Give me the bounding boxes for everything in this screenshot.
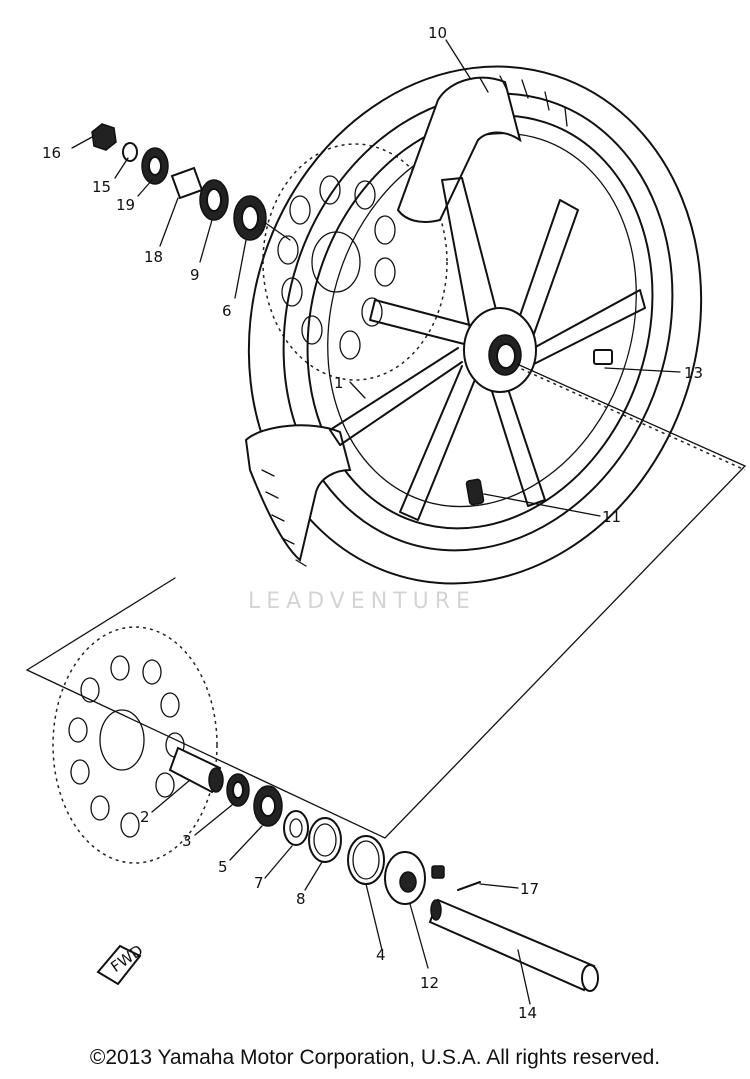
brake-disc: [52, 626, 218, 864]
front-wheel: [244, 65, 703, 585]
callout-4: 4: [376, 946, 386, 964]
callout-14: 14: [518, 1004, 537, 1022]
callout-5: 5: [218, 858, 228, 876]
direction-badge: [96, 944, 142, 986]
leader-lines: [71, 39, 681, 1005]
upper-small-parts: [91, 123, 291, 241]
spokes: [329, 177, 646, 521]
washer: [122, 142, 138, 162]
callout-15: 15: [92, 178, 111, 196]
callout-19: 19: [116, 196, 135, 214]
rim-outer: [306, 114, 654, 530]
tire-cutaway-top: [396, 76, 522, 223]
callout-16: 16: [42, 144, 61, 162]
watermark: LEADVENTURE: [248, 589, 476, 614]
tire-cutaway-bottom: [244, 424, 352, 562]
callout-7: 7: [254, 874, 264, 892]
screw-17: [457, 881, 481, 891]
spacer: [170, 166, 204, 200]
assembly-plane: [25, 363, 747, 839]
front-axle: [428, 898, 596, 992]
tire-inner: [282, 92, 674, 552]
callout-17: 17: [520, 880, 539, 898]
clamp-bolt: [431, 865, 445, 879]
callout-11: 11: [602, 508, 621, 526]
callout-8: 8: [296, 890, 306, 908]
callouts: 10 16 15 19 18 9 6 1 13 11 2 3 5 7 8 4 1…: [42, 24, 703, 1022]
hub-bore-inner: [496, 343, 516, 369]
lower-parts: FWD: [52, 626, 599, 992]
callout-13: 13: [684, 364, 703, 382]
bearing-9-inner: [206, 188, 222, 212]
copyright-notice: ©2013 Yamaha Motor Corporation, U.S.A. A…: [89, 1046, 661, 1069]
brake-disc-holes: [68, 655, 185, 838]
callout-12: 12: [420, 974, 439, 992]
gear-7: [283, 810, 309, 846]
callout-9: 9: [190, 266, 200, 284]
callout-10: 10: [428, 24, 447, 42]
callout-3: 3: [182, 832, 192, 850]
collar-inner: [148, 156, 162, 176]
tire-outer: [247, 65, 703, 585]
oil-seal-6-inner: [241, 205, 259, 231]
tread-pattern: [261, 75, 568, 567]
callout-18: 18: [144, 248, 163, 266]
callout-2: 2: [140, 808, 150, 826]
axle-nut: [91, 123, 117, 151]
balance-weight: [593, 349, 613, 365]
callout-6: 6: [222, 302, 232, 320]
rim-inner: [327, 132, 637, 508]
axle-spacer: [168, 746, 222, 794]
valve-stem: [465, 478, 485, 506]
axle-spacer-end: [208, 767, 224, 793]
callout-1: 1: [334, 374, 344, 392]
